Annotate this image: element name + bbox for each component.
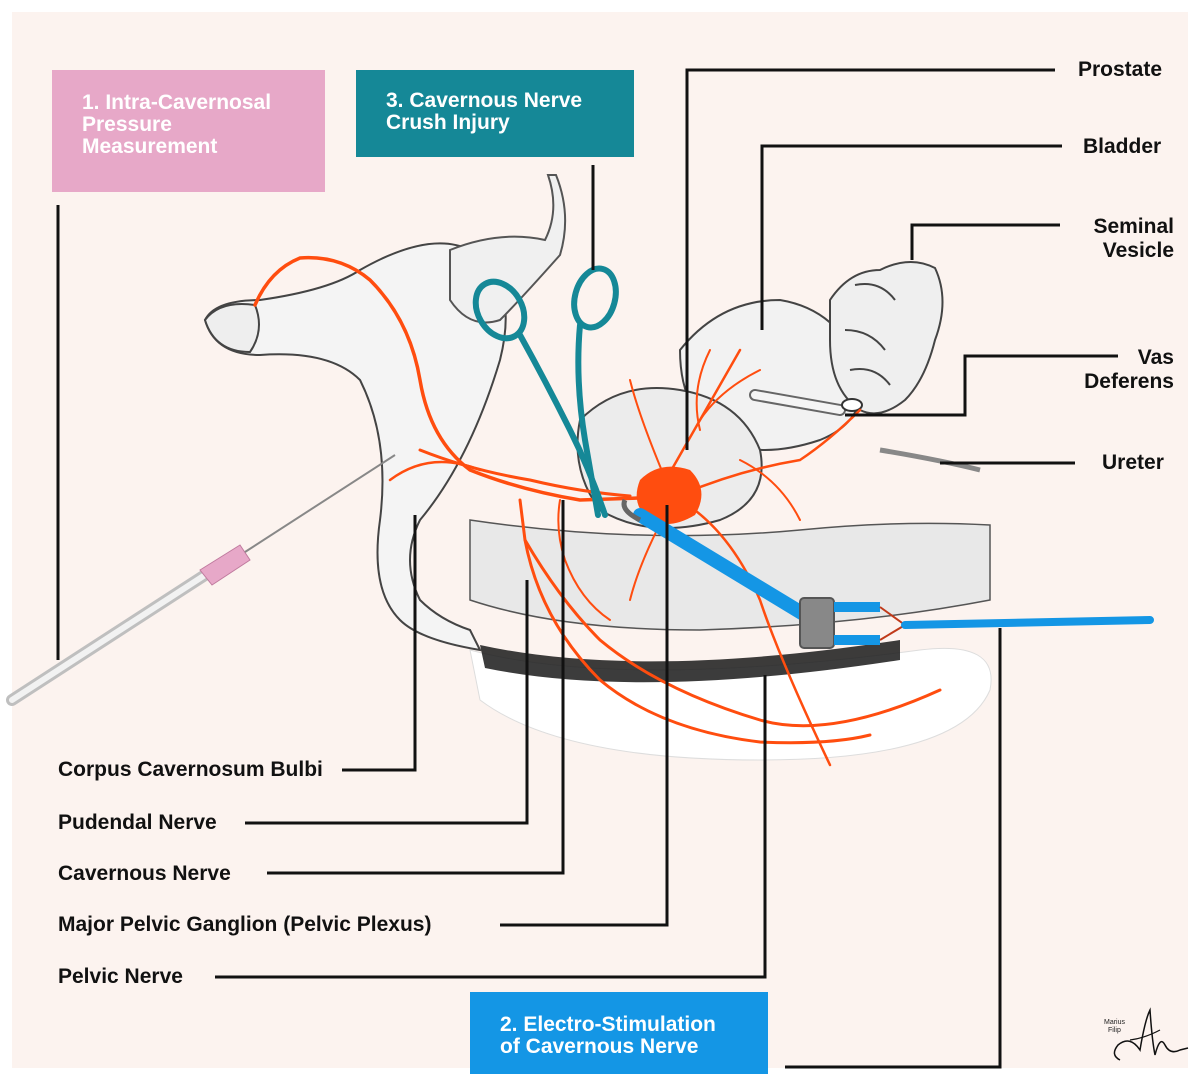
- pressure-measurement-box: 1. Intra-Cavernosal Pressure Measurement: [52, 70, 325, 192]
- seminal-vesicle-drawing: [830, 262, 943, 413]
- label-line: Seminal: [1070, 215, 1174, 239]
- ischiocavernosus-muscle: [450, 175, 565, 323]
- label-pudendal-nerve: Pudendal Nerve: [58, 811, 217, 835]
- signature-line: Marius: [1104, 1019, 1126, 1026]
- label-ureter: Ureter: [1102, 451, 1164, 475]
- leader-seminal-vesicle: [912, 225, 1060, 260]
- ureter-drawing: [880, 450, 980, 470]
- label-line: Deferens: [1060, 370, 1174, 394]
- label-cavernous-nerve: Cavernous Nerve: [58, 862, 231, 886]
- signature-icon: Marius Filip: [1100, 1000, 1190, 1070]
- electro-stimulation-box: 2. Electro-Stimulation of Cavernous Nerv…: [470, 992, 768, 1074]
- box-line: Measurement: [82, 136, 295, 158]
- label-pelvic-nerve: Pelvic Nerve: [58, 965, 183, 989]
- label-prostate: Prostate: [1078, 58, 1162, 82]
- needle-icon: [12, 455, 395, 700]
- box-line: Pressure: [82, 114, 295, 136]
- box-line: of Cavernous Nerve: [500, 1036, 738, 1058]
- label-major-pelvic-ganglion: Major Pelvic Ganglion (Pelvic Plexus): [58, 913, 431, 937]
- label-corpus-cavernosum-bulbi: Corpus Cavernosum Bulbi: [58, 758, 323, 782]
- signature-line: Filip: [1108, 1027, 1121, 1034]
- label-vas-deferens: Vas Deferens: [1060, 346, 1174, 394]
- label-seminal-vesicle: Seminal Vesicle: [1070, 215, 1174, 263]
- label-line: Vas: [1060, 346, 1174, 370]
- crush-injury-box: 3. Cavernous Nerve Crush Injury: [356, 70, 634, 157]
- label-bladder: Bladder: [1083, 135, 1161, 159]
- box-line: 1. Intra-Cavernosal: [82, 92, 295, 114]
- box-line: 3. Cavernous Nerve: [386, 90, 604, 112]
- label-line: Vesicle: [1070, 239, 1174, 263]
- box-line: 2. Electro-Stimulation: [500, 1014, 738, 1036]
- box-line: Crush Injury: [386, 112, 604, 134]
